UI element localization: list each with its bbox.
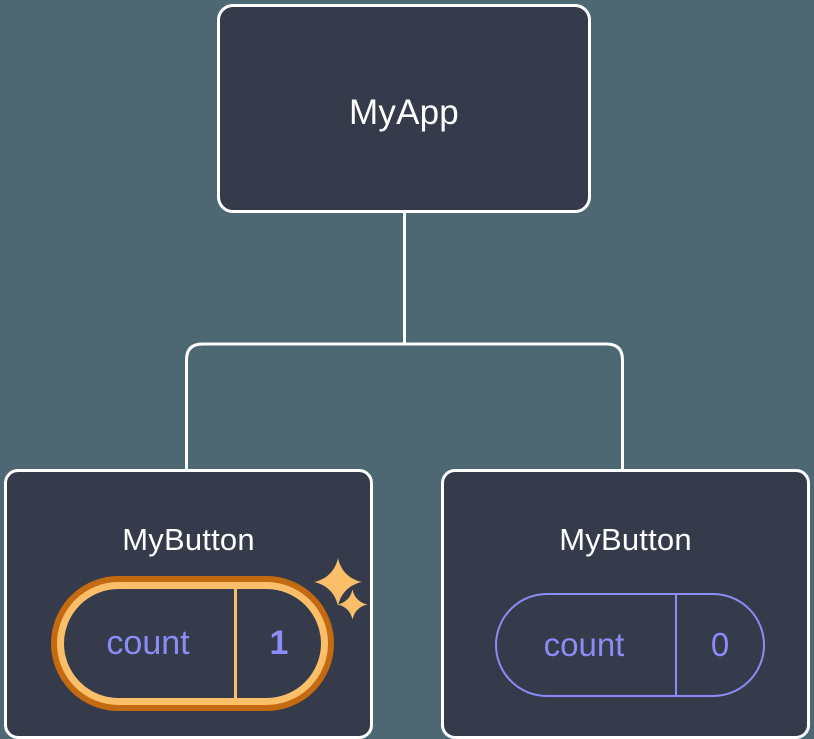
node-mybutton-left-label: MyButton xyxy=(122,522,255,557)
state-pill-inner-ring: count 1 xyxy=(57,582,328,705)
node-mybutton-right[interactable]: MyButton count 0 xyxy=(441,469,810,739)
state-pill-key-left: count xyxy=(106,624,190,662)
connector-branch-bar xyxy=(185,342,624,470)
node-myapp-label: MyApp xyxy=(349,93,459,132)
node-mybutton-right-label: MyButton xyxy=(559,522,692,557)
state-pill-value-left: 1 xyxy=(234,589,321,698)
state-pill-value-right: 0 xyxy=(675,595,763,695)
node-mybutton-left[interactable]: MyButton count 1 xyxy=(4,469,373,739)
state-pill-count-highlighted[interactable]: count 1 xyxy=(51,576,334,711)
state-pill-key-right: count xyxy=(543,626,625,663)
node-myapp[interactable]: MyApp xyxy=(217,4,591,213)
state-pill-count[interactable]: count 0 xyxy=(495,593,765,697)
